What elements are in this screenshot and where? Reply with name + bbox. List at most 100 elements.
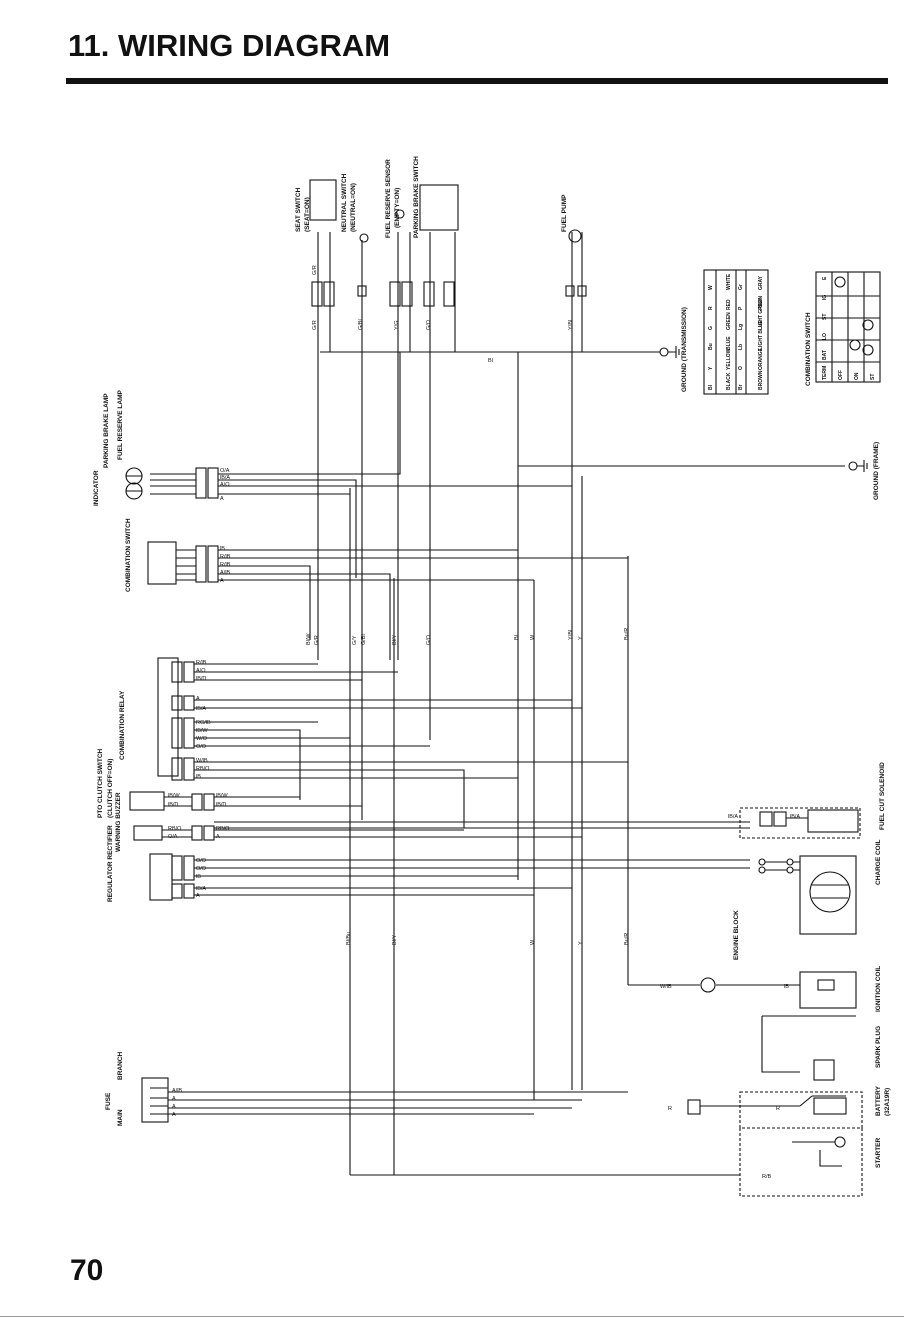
wire-label: lB: [196, 874, 201, 880]
wire-label: Y/G: [394, 321, 400, 330]
wire-label: R/lB: [196, 660, 207, 666]
switch-table-column: LO: [822, 333, 828, 340]
fuse-main-label: MAIN: [117, 1109, 124, 1126]
legend-cell: LIGHT GREEN: [758, 295, 764, 330]
wire-label: R/B: [762, 1174, 772, 1180]
wire-label: Bl/Y: [392, 935, 398, 945]
wire-label: lB/A: [196, 706, 206, 712]
wire-label: R/lB: [220, 554, 231, 560]
page-title: 11. WIRING DIAGRAM: [68, 28, 391, 63]
switch-table-column: TERM: [822, 366, 828, 380]
wire-label: lB: [196, 774, 201, 780]
legend-cell: PINK: [758, 298, 764, 310]
wire-label: A/lB: [172, 1088, 182, 1094]
parking-brake-switch-label: PARKING BRAKE SWITCH: [413, 156, 420, 238]
wire-label: A: [196, 696, 200, 702]
wire-label: W: [530, 634, 536, 640]
wire-label: R: [668, 1106, 672, 1112]
wire-label: A: [172, 1096, 176, 1102]
legend-cell: Bl: [708, 384, 714, 390]
starter-label: STARTER: [875, 1137, 882, 1168]
battery-spec-label: (32A19R): [884, 1088, 891, 1116]
legend-cell: Y: [708, 366, 714, 370]
wire-label: W/O: [196, 736, 208, 742]
wire-label: G/R: [314, 635, 320, 645]
wire-label: O/O: [196, 858, 207, 864]
wire-label: lB/A: [196, 886, 206, 892]
wire-label: Bu/R: [624, 933, 630, 945]
fuel-reserve-lamp-label: FUEL RESERVE LAMP: [117, 390, 124, 460]
wire-label: lB/W: [196, 728, 208, 734]
legend-cell: R: [708, 306, 714, 310]
fuse-branch-label: BRANCH: [117, 1052, 124, 1080]
combination-switch-right-label: COMBINATION SWITCH: [805, 312, 812, 386]
switch-table-row: ST: [870, 374, 876, 380]
wire-label: A/O: [220, 482, 230, 488]
legend-cell: RED: [726, 299, 732, 310]
wire-label: A/O: [196, 668, 206, 674]
switch-table-column: BAT: [822, 350, 828, 360]
ground-transmission-label: GROUND (TRANSMISSION): [681, 307, 688, 392]
legend-cell: GRAY: [758, 275, 764, 290]
wire-label: lB/A: [220, 475, 230, 481]
legend-cell: YELLOW: [726, 348, 732, 370]
fuel-cut-solenoid-label: FUEL CUT SOLENOID: [879, 762, 886, 830]
wire-label: R: [776, 1106, 780, 1112]
parking-brake-lamp-label: PARKING BRAKE LAMP: [103, 393, 110, 468]
legend-cell: Bu: [708, 343, 714, 350]
wire-label: RB/O: [216, 826, 230, 832]
wire-label: Bl: [514, 635, 520, 640]
wire-label: Bl/Bu: [346, 932, 352, 945]
wire-label: lB/A: [728, 814, 738, 820]
wire-label: A/lB: [220, 570, 230, 576]
wire-label: lB/D: [216, 802, 226, 808]
ignition-coil-label: IGNITION COIL: [875, 966, 882, 1012]
wire-label: R/lB: [220, 562, 231, 568]
regulator-rectifier-label: REGULATOR RECTIFIER: [107, 825, 114, 902]
switch-table-row: OFF: [838, 370, 844, 380]
wire-label: Bl/W: [306, 633, 312, 645]
wire-label: RB/O: [168, 826, 182, 832]
legend-cell: BROWN: [758, 370, 764, 390]
switch-table-column: ST: [822, 314, 828, 320]
switch-table-row: ON: [854, 372, 860, 380]
wire-label: G/Y: [352, 635, 358, 645]
legend-cell: ORANGE: [758, 347, 764, 370]
wire-label: O/A: [168, 834, 178, 840]
spark-plug-label: SPARK PLUG: [875, 1026, 882, 1068]
legend-cell: GREEN: [726, 312, 732, 330]
legend-cell: BLUE: [726, 336, 732, 350]
wire-label: lB/W: [216, 793, 228, 799]
wire-label: Y/Bl: [568, 320, 574, 330]
wire-label: A: [172, 1104, 176, 1110]
wire-label: RB/O: [196, 766, 210, 772]
legend-cell: G: [708, 326, 714, 330]
wire-label: O/O: [196, 744, 207, 750]
combination-switch-left-label: COMBINATION SWITCH: [125, 518, 132, 592]
legend-cell: Lg: [738, 324, 744, 330]
wire-label: W: [530, 939, 536, 945]
fuel-pump-label: FUEL PUMP: [561, 194, 568, 232]
wire-label: G/O: [426, 634, 432, 645]
legend-cell: Gr: [738, 284, 744, 290]
switch-table-column: E: [822, 276, 828, 280]
pto-clutch-state: (CLUTCH OFF=ON): [107, 759, 114, 818]
wire-label: Bl: [488, 358, 493, 364]
combination-relay-label: COMBINATION RELAY: [119, 690, 126, 760]
wire-label: Y: [578, 636, 584, 640]
wire-label: O/O: [196, 866, 207, 872]
charge-coil-label: CHARGE COIL: [875, 839, 882, 885]
legend-cell: W: [708, 285, 714, 290]
title-rule: [66, 78, 888, 84]
ground-frame-label: GROUND (FRAME): [873, 442, 880, 500]
wire-label: Bu/R: [624, 628, 630, 640]
seat-switch-state: (SEAT=ON): [304, 197, 311, 232]
wire-label: W/lB: [660, 984, 672, 990]
bottom-rule: [0, 1316, 904, 1317]
wire-label: lB/W: [168, 793, 180, 799]
wire-label: Y: [578, 941, 584, 945]
legend-cell: O: [738, 366, 744, 370]
